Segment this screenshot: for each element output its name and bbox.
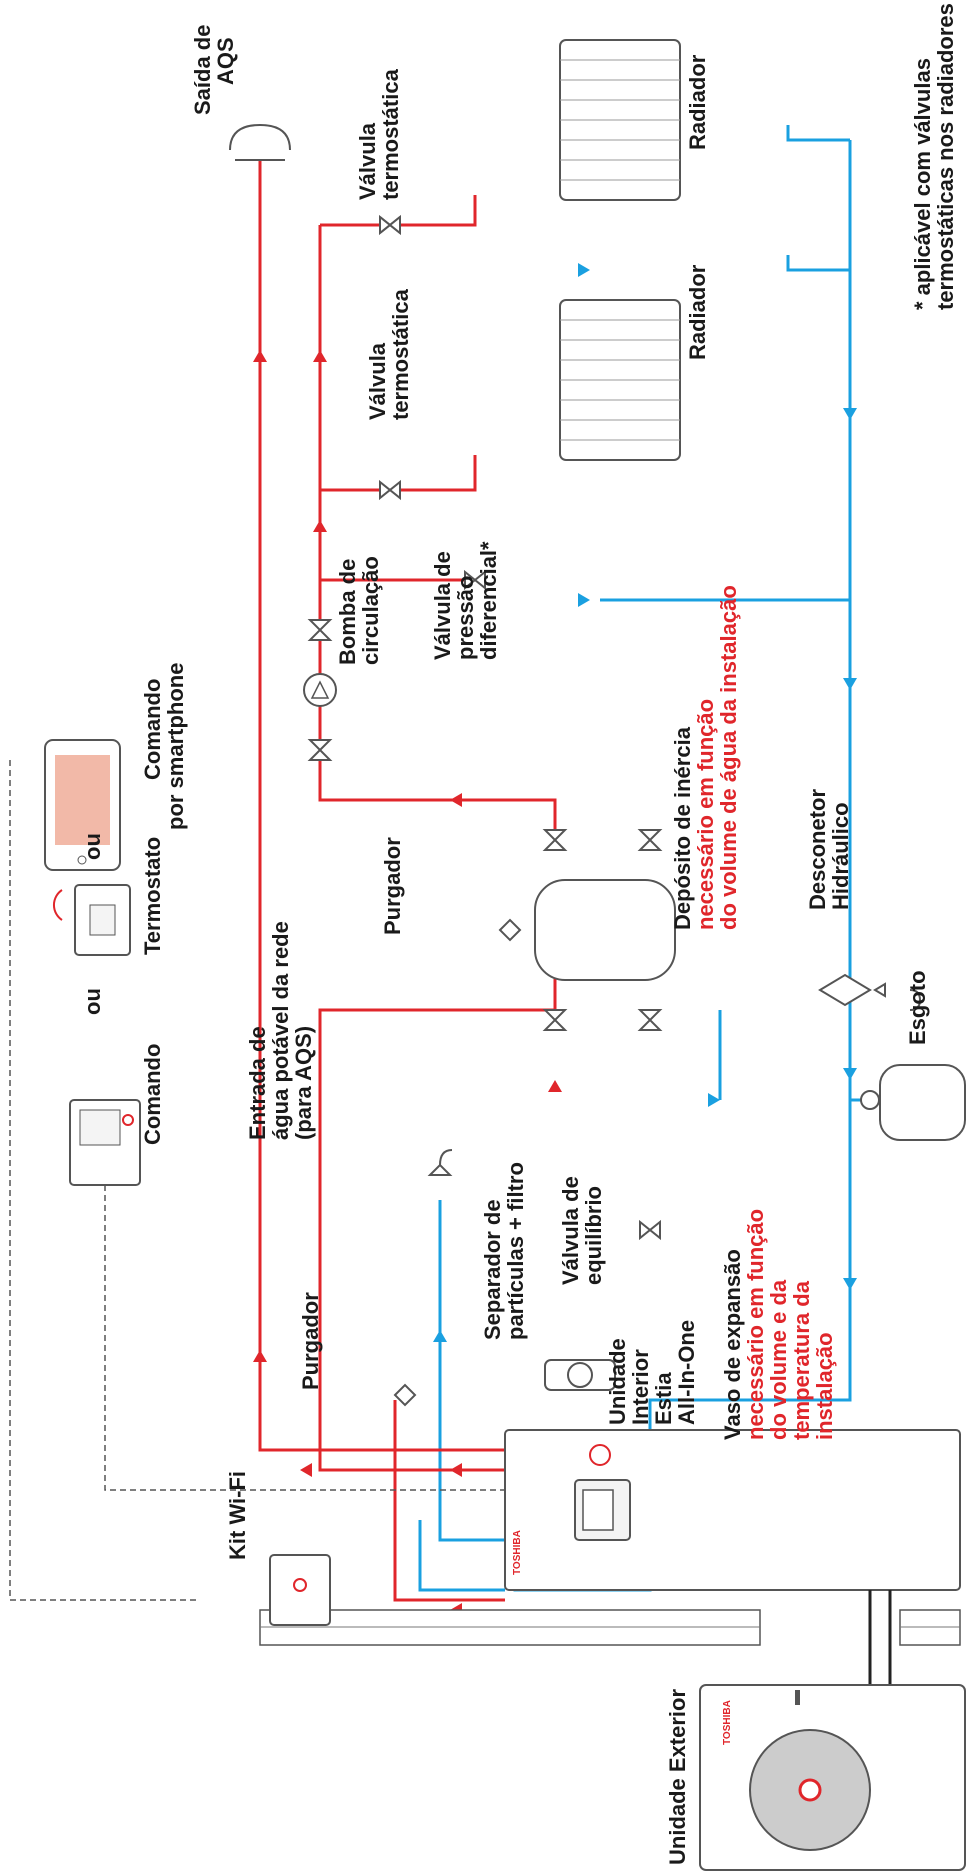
label-thermostat: Termostato: [140, 837, 165, 955]
label-potable-2: água potável da rede: [268, 921, 293, 1140]
label-buffer-1: Depósito de inércia: [670, 726, 695, 930]
label-indoor-1: Unidade: [605, 1338, 630, 1425]
thermostatic-valve-mid: [379, 479, 401, 501]
label-diff-valve-3: diferencial*: [476, 541, 501, 660]
label-buffer-2: necessário em função: [693, 699, 718, 930]
hot-radiator-mid-supply: [320, 455, 477, 492]
cold-radiator-mid-outlet: [786, 255, 850, 272]
cold-unit-inlet-2: [418, 1520, 505, 1592]
expansion-vessel: [860, 1064, 966, 1141]
hot-aqs-outlet: [258, 160, 505, 1452]
balancing-valve: [639, 1219, 661, 1241]
circulation-pump: [303, 619, 337, 761]
label-pump-1: Bomba de: [335, 559, 360, 665]
cold-potable-inlet: [438, 1200, 505, 1542]
label-radiator-mid: Radiador: [685, 264, 710, 360]
label-indoor-3: Estia: [651, 1372, 676, 1425]
label-smartphone-2: por smartphone: [163, 663, 188, 830]
outdoor-unit-brand: TOSHIBA: [722, 1700, 733, 1745]
label-pump-2: circulação: [358, 556, 383, 665]
air-vent-lower: [393, 1383, 417, 1407]
label-smartphone-1: Comando: [140, 679, 165, 780]
label-expansion-4: temperatura da: [789, 1280, 814, 1440]
communication-lines: [9, 760, 505, 1601]
label-separator-2: partículas + filtro: [503, 1162, 528, 1340]
label-wifi-kit: Kit Wi-Fi: [225, 1471, 250, 1560]
indoor-unit-brand: TOSHIBA: [512, 1530, 523, 1575]
label-thermo-valve-2a: Válvula: [365, 342, 390, 420]
thermostatic-valve-top: [379, 214, 401, 236]
hydraulic-disconnector: [818, 973, 922, 1011]
label-disconnector-2: Hidráulico: [828, 802, 853, 910]
label-thermo-valve-1b: termostática: [378, 68, 403, 200]
particle-separator: [544, 1359, 616, 1391]
hot-radiator-top-supply: [320, 195, 477, 227]
label-radiator-top: Radiador: [685, 54, 710, 150]
refrigerant-lines: [868, 1590, 892, 1700]
hot-buffer-to-pump: [318, 225, 557, 840]
cold-radiator-top-outlet: [786, 125, 850, 142]
label-potable-1: Entrada de: [245, 1026, 270, 1140]
hot-lower-loop: [393, 1400, 505, 1602]
label-note-1: * aplicável com válvulas: [910, 58, 935, 310]
indoor-unit: TOSHIBA: [504, 1429, 961, 1591]
control-panel-device: [69, 1099, 141, 1186]
label-expansion-2: necessário em função: [743, 1209, 768, 1440]
label-aqs-outlet-2: AQS: [213, 37, 238, 85]
label-expansion-5: instalação: [812, 1332, 837, 1440]
label-air-vent-buffer: Purgador: [380, 837, 405, 935]
labels: Unidade Exterior Kit Wi-Fi Comando ou Te…: [80, 3, 958, 1865]
label-thermo-valve-2b: termostática: [388, 288, 413, 420]
buffer-tank: [498, 829, 676, 1031]
radiator-mid: [559, 299, 681, 461]
label-or-1: ou: [80, 988, 105, 1015]
label-control: Comando: [140, 1044, 165, 1145]
label-diff-valve-2: pressão: [453, 576, 478, 660]
label-air-vent-lower: Purgador: [298, 1292, 323, 1390]
label-expansion-3: do volume e da: [766, 1279, 791, 1440]
aqs-shower-icon: [229, 123, 291, 161]
label-drain: Esgoto: [905, 970, 930, 1045]
label-balancing-2: equilíbrio: [581, 1186, 606, 1285]
thermostat-device: [53, 884, 131, 956]
differential-pressure-valve: [464, 569, 486, 591]
outdoor-unit: TOSHIBA: [699, 1684, 966, 1871]
label-indoor-2: Interior: [628, 1349, 653, 1425]
label-or-2: ou: [80, 833, 105, 860]
label-thermo-valve-1a: Válvula: [355, 122, 380, 200]
radiator-top: [559, 39, 681, 201]
label-separator-1: Separador de: [480, 1199, 505, 1340]
label-potable-3: (para AQS): [291, 1026, 316, 1140]
wifi-kit-device: [269, 1554, 331, 1626]
label-outdoor-unit: Unidade Exterior: [665, 1689, 690, 1865]
potable-water-tap: [427, 1149, 453, 1176]
wall: [259, 1609, 961, 1646]
label-expansion-1: Vaso de expansão: [720, 1249, 745, 1440]
label-diff-valve-1: Válvula de: [430, 551, 455, 660]
label-disconnector-1: Desconetor: [805, 789, 830, 910]
smartphone-device: [44, 739, 121, 871]
label-buffer-3: do volume de água da instalação: [716, 585, 741, 930]
label-note-2: termostáticas nos radiadores: [933, 3, 958, 310]
label-indoor-4: All-In-One: [674, 1320, 699, 1425]
label-aqs-outlet-1: Saída de: [190, 25, 215, 115]
label-balancing-1: Válvula de: [558, 1176, 583, 1285]
